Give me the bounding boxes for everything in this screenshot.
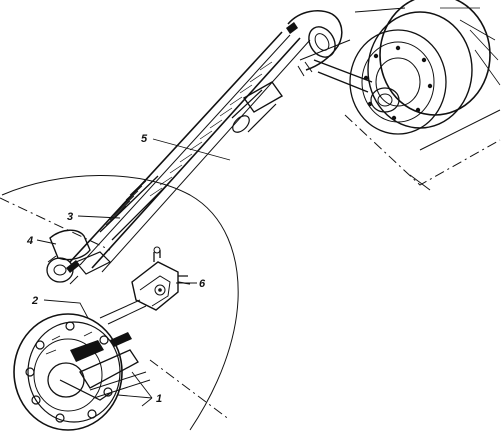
callout-5: 5 xyxy=(141,133,148,145)
lower-fork xyxy=(46,229,112,285)
callout-1: 1 xyxy=(156,393,162,405)
callout-4: 4 xyxy=(26,235,33,247)
cutaway-outline xyxy=(0,39,501,431)
drive-shaft-tube xyxy=(69,31,311,273)
callout-6: 6 xyxy=(199,278,206,290)
callout-leaders xyxy=(36,138,231,407)
bracket-part xyxy=(131,246,191,311)
callout-labels: 1 2 3 4 5 6 xyxy=(26,133,206,405)
lower-hub-bolt-holes xyxy=(25,321,113,423)
callout-2: 2 xyxy=(31,295,38,307)
upper-wheel-hub xyxy=(349,0,501,135)
callout-3: 3 xyxy=(67,211,73,223)
hub-bolt-holes xyxy=(363,45,433,121)
lower-wheel-hub xyxy=(13,299,151,431)
